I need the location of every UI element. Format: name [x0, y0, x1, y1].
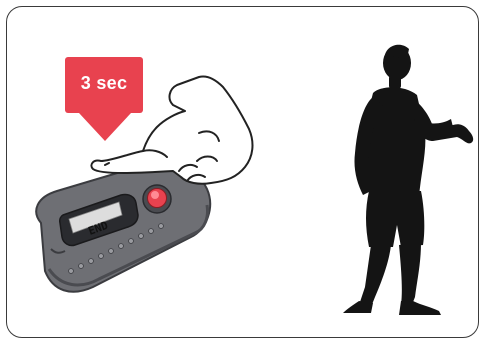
- runner-silhouette-icon: [343, 45, 473, 315]
- down-arrow-icon: [79, 113, 131, 141]
- hold-duration-badge: 3 sec: [65, 57, 143, 113]
- hold-duration-label: 3 sec: [65, 57, 143, 109]
- illustration-card: END: [6, 6, 479, 338]
- fitness-band-icon: [36, 161, 210, 292]
